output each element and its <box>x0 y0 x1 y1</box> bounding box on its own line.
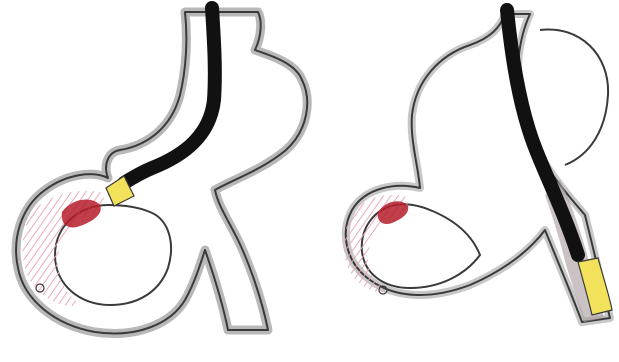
left-panel <box>16 8 307 333</box>
right-panel <box>344 10 612 322</box>
right-fundus <box>540 29 608 165</box>
